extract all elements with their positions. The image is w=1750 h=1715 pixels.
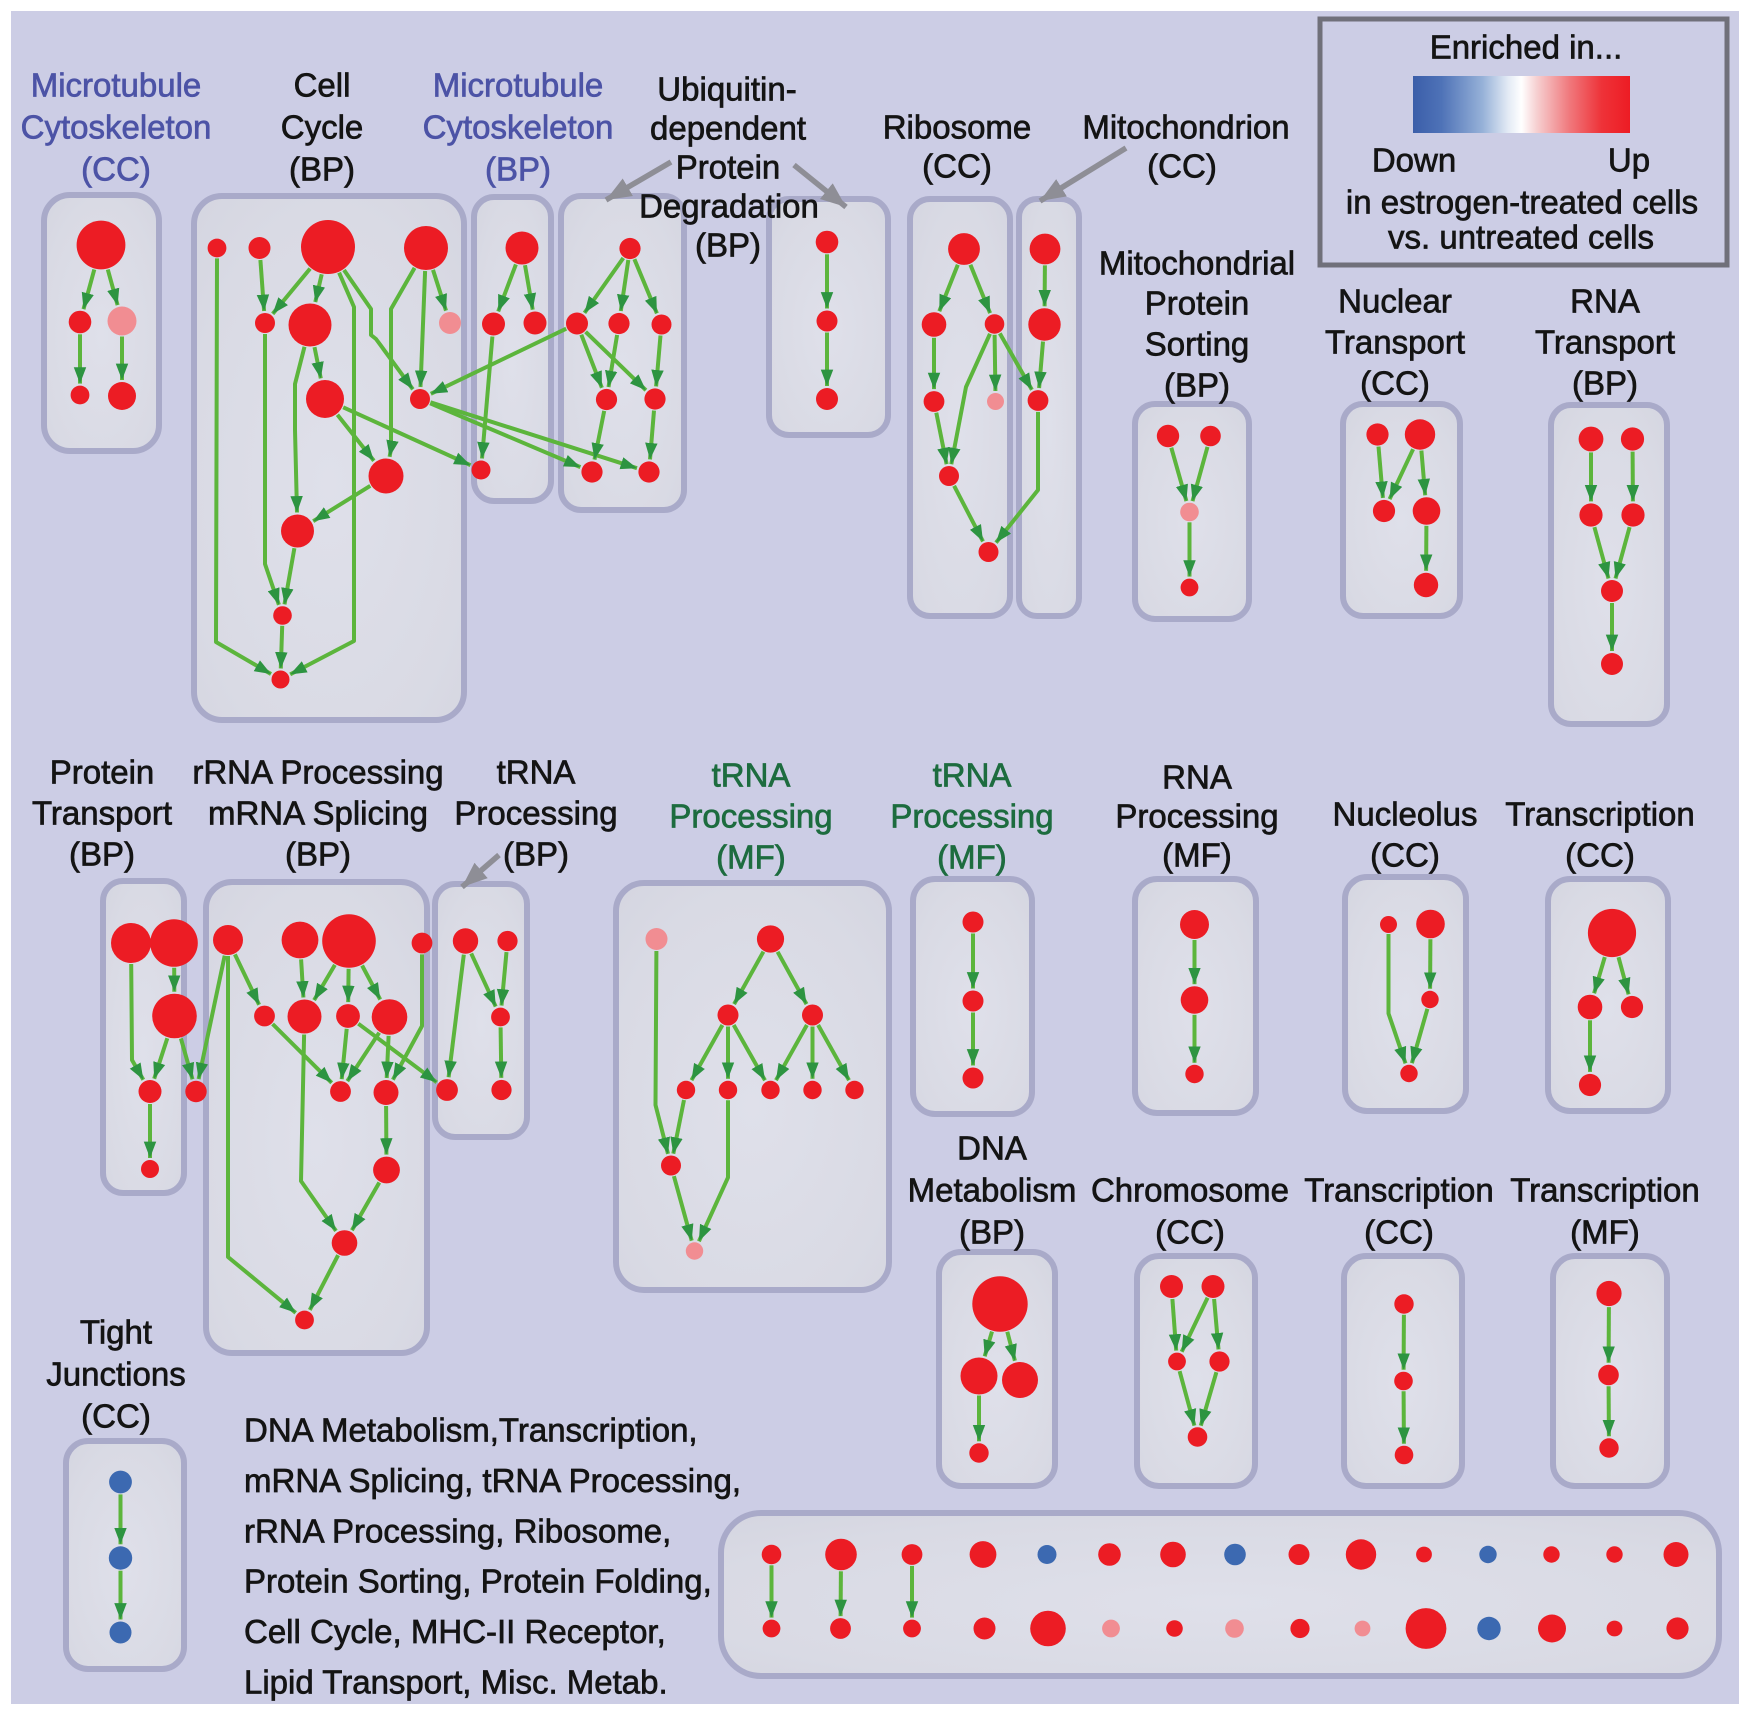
- svg-text:Cytoskeleton: Cytoskeleton: [423, 109, 614, 146]
- svg-text:tRNA: tRNA: [712, 757, 791, 794]
- svg-text:Protein: Protein: [50, 754, 155, 791]
- svg-text:(BP): (BP): [959, 1214, 1025, 1251]
- svg-text:(CC): (CC): [1147, 148, 1217, 185]
- svg-text:(CC): (CC): [81, 151, 151, 188]
- svg-text:tRNA: tRNA: [933, 757, 1012, 794]
- svg-text:Nuclear: Nuclear: [1338, 283, 1452, 320]
- svg-text:(CC): (CC): [81, 1398, 151, 1435]
- svg-text:Enriched in...: Enriched in...: [1430, 29, 1623, 66]
- svg-text:Cell: Cell: [294, 67, 351, 104]
- svg-text:Processing: Processing: [454, 795, 617, 832]
- svg-text:Mitochondrion: Mitochondrion: [1082, 109, 1289, 146]
- svg-text:Processing: Processing: [1115, 798, 1278, 835]
- svg-text:Mitochondrial: Mitochondrial: [1099, 245, 1295, 282]
- svg-text:(CC): (CC): [1565, 837, 1635, 874]
- svg-text:DNA: DNA: [957, 1130, 1027, 1167]
- svg-text:DNA Metabolism,Transcription,: DNA Metabolism,Transcription,: [244, 1412, 698, 1449]
- svg-text:rRNA Processing, Ribosome,: rRNA Processing, Ribosome,: [244, 1512, 671, 1549]
- svg-text:Processing: Processing: [669, 798, 832, 835]
- svg-text:(MF): (MF): [937, 839, 1007, 876]
- svg-text:Cytoskeleton: Cytoskeleton: [21, 109, 212, 146]
- svg-text:Tight: Tight: [80, 1314, 152, 1351]
- svg-text:Transport: Transport: [1535, 324, 1675, 361]
- svg-text:Protein Sorting, Protein Foldi: Protein Sorting, Protein Folding,: [244, 1563, 712, 1600]
- svg-text:(CC): (CC): [1370, 837, 1440, 874]
- svg-text:Nucleolus: Nucleolus: [1333, 796, 1478, 833]
- svg-text:mRNA Splicing, tRNA Processing: mRNA Splicing, tRNA Processing,: [244, 1462, 741, 1499]
- svg-text:(BP): (BP): [289, 151, 355, 188]
- svg-text:Sorting: Sorting: [1145, 326, 1250, 363]
- svg-text:Ubiquitin-: Ubiquitin-: [657, 71, 796, 108]
- svg-text:Transcription: Transcription: [1304, 1172, 1494, 1209]
- svg-text:Transport: Transport: [32, 795, 172, 832]
- svg-text:Protein: Protein: [1145, 285, 1250, 322]
- svg-text:Ribosome: Ribosome: [883, 109, 1032, 146]
- svg-text:(BP): (BP): [485, 151, 551, 188]
- svg-text:Protein: Protein: [676, 149, 781, 186]
- svg-text:rRNA Processing: rRNA Processing: [192, 754, 443, 791]
- svg-text:(BP): (BP): [1164, 367, 1230, 404]
- svg-text:(CC): (CC): [1155, 1214, 1225, 1251]
- svg-text:(MF): (MF): [1570, 1214, 1640, 1251]
- svg-text:Transcription: Transcription: [1510, 1172, 1700, 1209]
- svg-text:Cell Cycle, MHC-II Receptor,: Cell Cycle, MHC-II Receptor,: [244, 1613, 666, 1650]
- svg-text:vs. untreated cells: vs. untreated cells: [1388, 219, 1654, 256]
- svg-text:(CC): (CC): [922, 148, 992, 185]
- svg-text:Metabolism: Metabolism: [908, 1172, 1077, 1209]
- svg-text:tRNA: tRNA: [497, 754, 576, 791]
- svg-text:(CC): (CC): [1364, 1214, 1434, 1251]
- svg-text:RNA: RNA: [1570, 283, 1640, 320]
- svg-text:(CC): (CC): [1360, 365, 1430, 402]
- svg-text:Transport: Transport: [1325, 324, 1465, 361]
- svg-text:mRNA Splicing: mRNA Splicing: [208, 795, 428, 832]
- svg-text:Microtubule: Microtubule: [31, 67, 202, 104]
- svg-text:Lipid Transport, Misc. Metab.: Lipid Transport, Misc. Metab.: [244, 1664, 668, 1701]
- svg-text:(BP): (BP): [285, 836, 351, 873]
- svg-text:(BP): (BP): [695, 227, 761, 264]
- svg-text:Transcription: Transcription: [1505, 796, 1695, 833]
- svg-text:RNA: RNA: [1162, 759, 1232, 796]
- svg-text:(BP): (BP): [1572, 365, 1638, 402]
- svg-text:(MF): (MF): [716, 839, 786, 876]
- svg-text:(BP): (BP): [69, 836, 135, 873]
- svg-text:Down: Down: [1372, 142, 1456, 179]
- svg-text:(MF): (MF): [1162, 837, 1232, 874]
- svg-text:Cycle: Cycle: [281, 109, 364, 146]
- svg-text:Up: Up: [1608, 142, 1650, 179]
- svg-text:Degradation: Degradation: [639, 188, 819, 225]
- svg-text:Microtubule: Microtubule: [433, 67, 604, 104]
- svg-text:Processing: Processing: [890, 798, 1053, 835]
- svg-text:in estrogen-treated cells: in estrogen-treated cells: [1346, 184, 1698, 221]
- svg-text:Junctions: Junctions: [46, 1356, 185, 1393]
- svg-text:Chromosome: Chromosome: [1091, 1172, 1289, 1209]
- svg-text:dependent: dependent: [650, 110, 806, 147]
- svg-text:(BP): (BP): [503, 836, 569, 873]
